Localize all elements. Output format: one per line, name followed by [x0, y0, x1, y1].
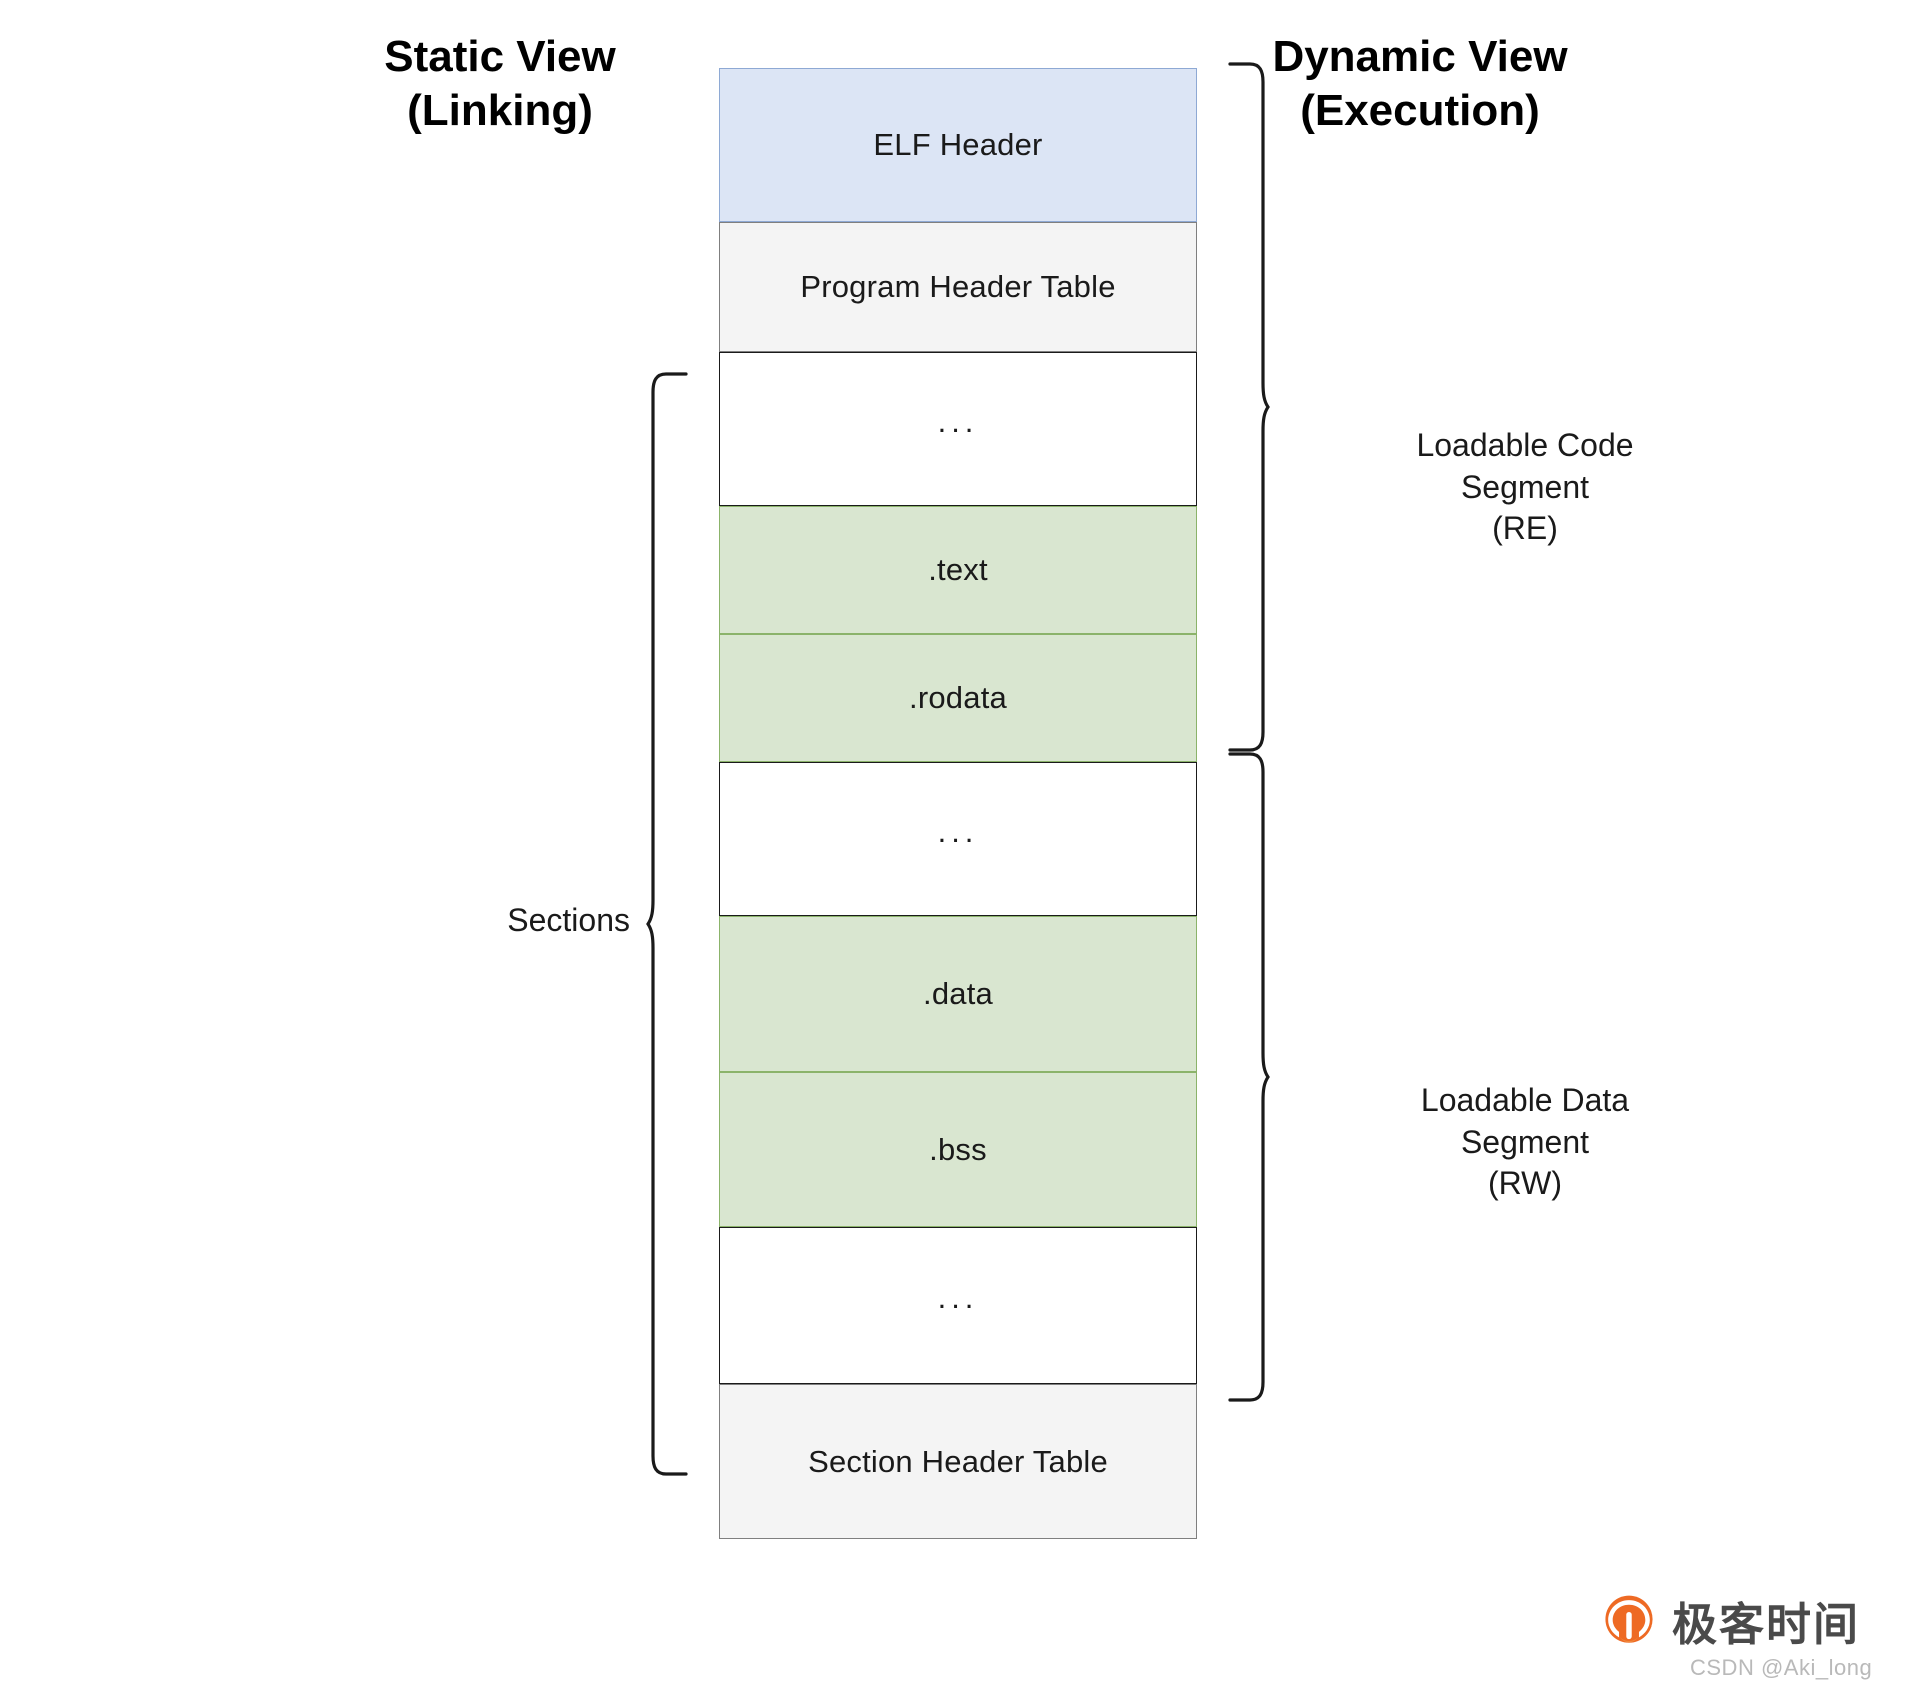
file-block-: ...: [719, 352, 1197, 506]
file-block-label: ...: [937, 403, 979, 439]
file-block-label: Program Header Table: [800, 269, 1116, 304]
file-block-label: ...: [937, 1280, 979, 1316]
file-block-rodata: .rodata: [719, 634, 1197, 762]
data-segment-brace-label: Loadable Data Segment (RW): [1420, 1082, 1630, 1202]
sections-brace: [646, 372, 688, 1476]
file-block-bss: .bss: [719, 1072, 1197, 1227]
dynamic-view-title: Dynamic View (Execution): [1272, 32, 1568, 135]
file-block-label: .bss: [929, 1131, 987, 1167]
file-block-data: .data: [719, 916, 1197, 1072]
file-block-label: ELF Header: [873, 127, 1043, 162]
watermark: 极客时间: [1600, 1588, 1860, 1653]
file-block-programheadertable: Program Header Table: [719, 222, 1197, 352]
file-block-label: Section Header Table: [808, 1443, 1108, 1479]
file-block-label: ...: [937, 813, 979, 849]
static-view-title: Static View (Linking): [384, 32, 616, 135]
watermark-brand: 极客时间: [1672, 1599, 1861, 1650]
attribution-text: CSDN @Aki_long: [1690, 1655, 1873, 1680]
sections-brace-label: Sections: [507, 902, 630, 938]
code-segment-brace-label: Loadable Code Segment (RE): [1416, 427, 1634, 547]
data-segment-brace: [1228, 752, 1270, 1402]
file-block-label: .text: [928, 552, 988, 587]
file-block-: ...: [719, 762, 1197, 916]
geektime-logo-icon: [1605, 1595, 1653, 1643]
file-block-label: .rodata: [909, 680, 1007, 715]
file-block-elfheader: ELF Header: [719, 68, 1197, 222]
file-block-: ...: [719, 1227, 1197, 1384]
file-block-sectionheadertable: Section Header Table: [719, 1384, 1197, 1539]
file-block-text: .text: [719, 506, 1197, 634]
file-block-label: .data: [923, 976, 993, 1011]
code-segment-brace: [1228, 62, 1270, 752]
